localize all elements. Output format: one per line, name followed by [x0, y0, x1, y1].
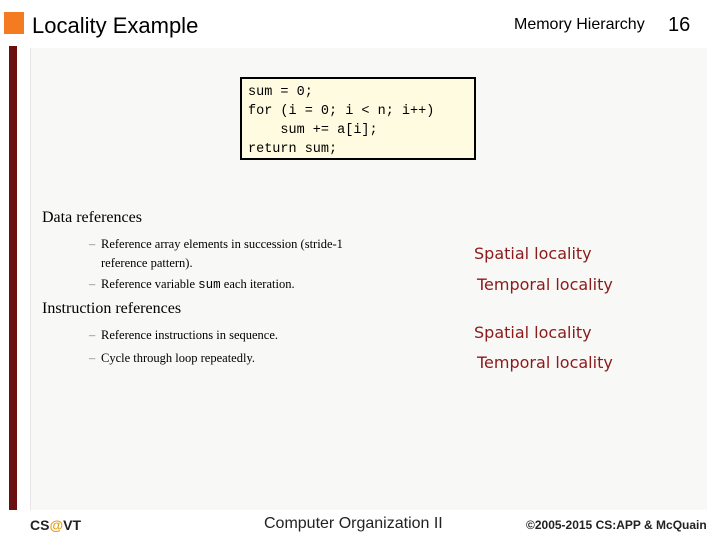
- dash-bullet-icon: –: [89, 328, 96, 342]
- code-line-1: sum = 0;: [248, 85, 313, 100]
- footer-course-tag: CS@VT: [30, 517, 81, 533]
- instr-spatial-locality: Spatial locality: [474, 323, 592, 342]
- footer-vt: VT: [63, 517, 81, 533]
- data-ref-bullet-2-suffix: each iteration.: [220, 277, 295, 291]
- dash-bullet-icon: –: [89, 277, 96, 291]
- dash-bullet-icon: –: [89, 237, 96, 251]
- data-temporal-locality: Temporal locality: [477, 275, 613, 294]
- data-references-heading: Data references: [42, 209, 142, 226]
- code-line-4: return sum;: [248, 142, 338, 157]
- code-line-2: for (i = 0; i < n; i++): [248, 104, 435, 119]
- footer-course-name: Computer Organization II: [264, 515, 443, 532]
- instruction-references-heading: Instruction references: [42, 300, 182, 317]
- instr-temporal-locality: Temporal locality: [477, 353, 613, 372]
- data-ref-bullet-1-line-2: reference pattern).: [101, 256, 193, 270]
- data-spatial-locality: Spatial locality: [474, 244, 592, 263]
- section-label: Memory Hierarchy: [514, 16, 645, 33]
- footer-at: @: [49, 517, 64, 533]
- footer-copyright: ©2005-2015 CS:APP & McQuain: [526, 518, 707, 532]
- instr-ref-bullet-1-text: Reference instructions in sequence.: [101, 328, 279, 342]
- slide-title: Locality Example: [32, 13, 199, 38]
- code-box: sum = 0; for (i = 0; i < n; i++) sum += a…: [240, 77, 476, 160]
- accent-square: [4, 12, 24, 34]
- page-number: 16: [668, 14, 691, 36]
- data-ref-bullet-1-line-1: Reference array elements in succession (…: [101, 237, 343, 251]
- footer-cs: CS: [30, 517, 50, 533]
- instr-ref-bullet-2-text: Cycle through loop repeatedly.: [101, 351, 256, 365]
- data-ref-bullet-2-code: sum: [198, 278, 221, 292]
- left-accent-bar: [9, 46, 17, 510]
- data-ref-bullet-2-prefix: Reference variable: [101, 277, 199, 291]
- dash-bullet-icon: –: [89, 351, 96, 365]
- code-line-3: sum += a[i];: [248, 123, 378, 138]
